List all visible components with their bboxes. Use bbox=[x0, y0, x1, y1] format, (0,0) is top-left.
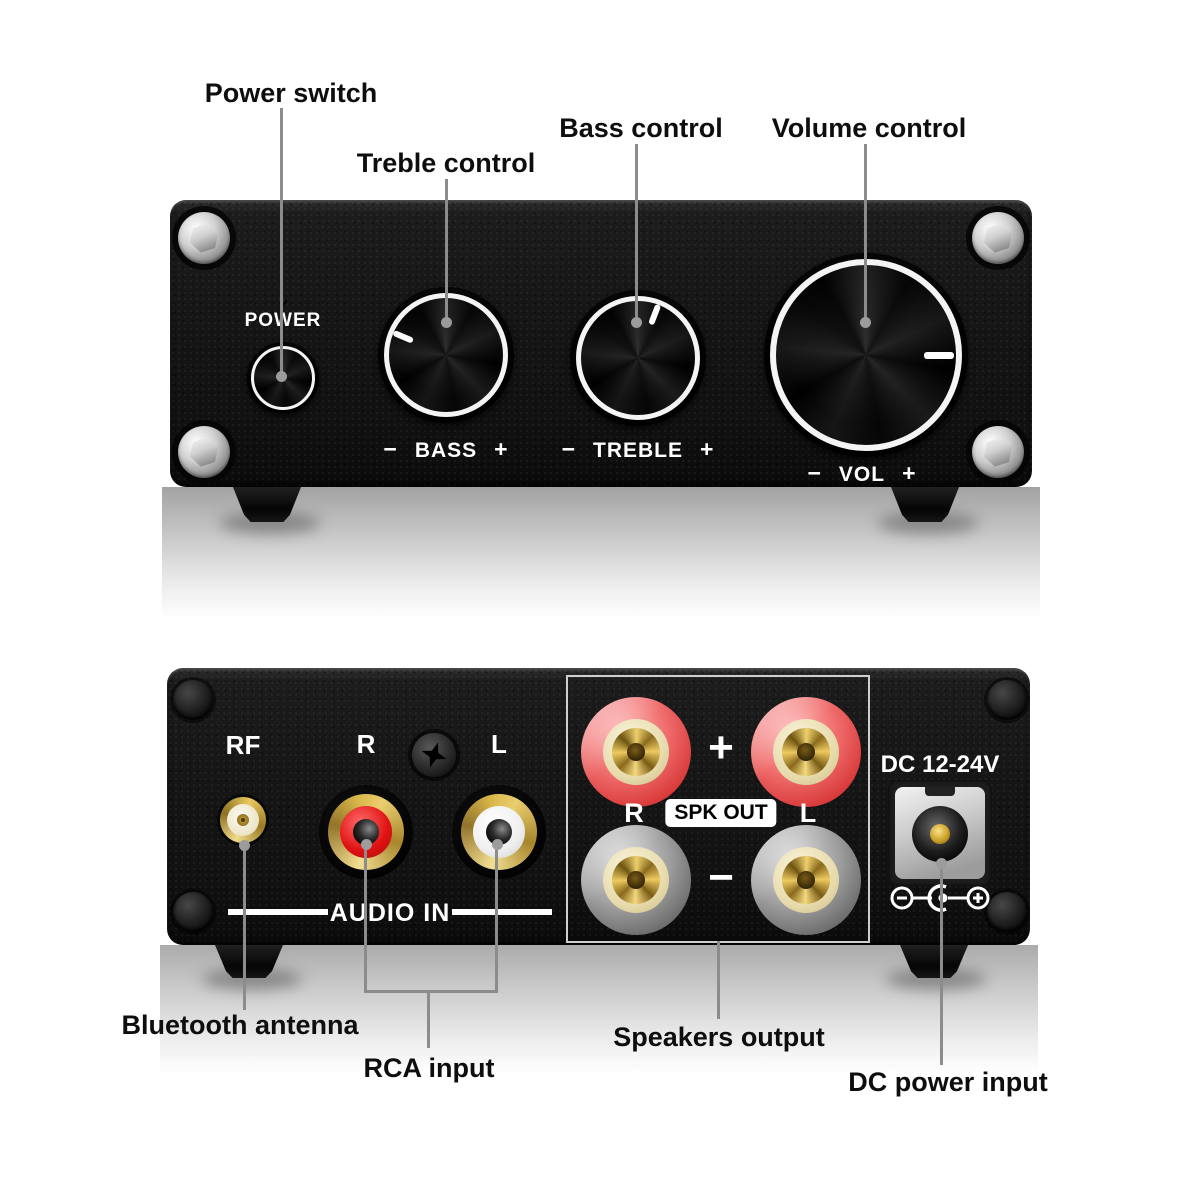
callout-power-switch: Power switch bbox=[204, 78, 378, 108]
audio-in-bar bbox=[452, 909, 552, 915]
leader-dot-dc bbox=[936, 858, 947, 869]
leader-bracket-rca bbox=[364, 990, 498, 993]
spk-l-label: L bbox=[799, 798, 817, 828]
leader-stem-rca bbox=[427, 990, 430, 1048]
rear-shadow bbox=[160, 945, 1038, 1073]
callout-dc-power-input: DC power input bbox=[848, 1067, 1048, 1097]
bass-minus-label: − bbox=[383, 436, 398, 462]
binding-post-black-left[interactable] bbox=[751, 825, 861, 935]
countersunk-screw-icon bbox=[987, 892, 1027, 932]
leader-line-rca-r bbox=[364, 846, 367, 992]
vol-knob-label: − VOL + bbox=[807, 460, 916, 487]
power-label: POWER bbox=[244, 310, 322, 331]
power-button[interactable] bbox=[247, 342, 319, 414]
callout-treble-control: Treble control bbox=[356, 148, 536, 178]
leader-line-dc bbox=[940, 865, 943, 1065]
countersunk-screw-icon bbox=[173, 892, 213, 932]
leader-line-treble bbox=[445, 179, 448, 322]
spk-out-label: SPK OUT bbox=[665, 799, 777, 827]
leader-dot-treble bbox=[441, 317, 452, 328]
foot-shadow bbox=[202, 968, 302, 990]
rca-l-label: L bbox=[491, 729, 507, 759]
leader-line-volume bbox=[864, 144, 867, 322]
audio-in-label: AUDIO IN bbox=[329, 899, 451, 927]
rca-jack-left[interactable] bbox=[452, 785, 546, 879]
treble-knob-label: − TREBLE + bbox=[562, 436, 715, 463]
hex-screw-icon bbox=[972, 212, 1024, 264]
dc-polarity-icon bbox=[890, 884, 990, 912]
callout-rca-input: RCA input bbox=[363, 1053, 495, 1083]
bass-text-label: BASS bbox=[414, 439, 478, 462]
callout-bass-control: Bass control bbox=[559, 113, 723, 143]
front-shadow bbox=[162, 487, 1040, 619]
callout-bluetooth-antenna: Bluetooth antenna bbox=[121, 1010, 359, 1040]
treble-text-label: TREBLE bbox=[593, 439, 683, 462]
foot-shadow bbox=[220, 512, 320, 534]
dc-voltage-label: DC 12-24V bbox=[880, 751, 1000, 778]
dc-jack-tab bbox=[925, 787, 955, 796]
binding-post-black-right[interactable] bbox=[581, 825, 691, 935]
countersunk-screw-icon bbox=[987, 680, 1027, 720]
spk-r-label: R bbox=[624, 798, 644, 828]
callout-speakers-output: Speakers output bbox=[613, 1022, 825, 1052]
vol-plus-label: + bbox=[902, 460, 917, 486]
countersunk-screw-icon bbox=[173, 680, 213, 720]
dc-jack-pin bbox=[930, 824, 950, 844]
binding-post-red-left[interactable] bbox=[751, 697, 861, 807]
volume-knob[interactable] bbox=[764, 253, 968, 457]
vol-text-label: VOL bbox=[838, 463, 886, 486]
leader-dot-bass bbox=[631, 317, 642, 328]
treble-plus-label: + bbox=[700, 436, 715, 462]
treble-minus-label: − bbox=[561, 436, 576, 462]
spk-minus-label: − bbox=[708, 853, 734, 902]
leader-dot-power bbox=[276, 371, 287, 382]
rf-antenna-connector[interactable] bbox=[220, 797, 266, 843]
vol-minus-label: − bbox=[807, 460, 822, 486]
leader-dot-bluetooth bbox=[239, 840, 250, 851]
bass-knob-label: − BASS + bbox=[383, 436, 508, 463]
callout-volume-control: Volume control bbox=[771, 113, 967, 143]
leader-line-power bbox=[280, 108, 283, 376]
foot-shadow bbox=[878, 512, 978, 534]
bass-plus-label: + bbox=[494, 436, 509, 462]
leader-line-speakers bbox=[717, 941, 720, 1019]
rf-label: RF bbox=[225, 730, 261, 760]
leader-line-bluetooth bbox=[243, 847, 246, 1010]
spk-plus-label: + bbox=[708, 723, 734, 772]
hex-screw-icon bbox=[178, 426, 230, 478]
leader-dot-rca-l bbox=[492, 839, 503, 850]
leader-line-bass bbox=[635, 144, 638, 322]
leader-line-rca-l bbox=[495, 846, 498, 992]
rca-r-label: R bbox=[356, 729, 376, 759]
hex-screw-icon bbox=[972, 426, 1024, 478]
star-screw-icon bbox=[412, 733, 456, 777]
binding-post-red-right[interactable] bbox=[581, 697, 691, 807]
hex-screw-icon bbox=[178, 212, 230, 264]
leader-dot-volume bbox=[860, 317, 871, 328]
leader-dot-rca-r bbox=[361, 839, 372, 850]
audio-in-bar bbox=[228, 909, 328, 915]
treble-knob[interactable] bbox=[570, 290, 706, 426]
foot-shadow bbox=[886, 968, 986, 990]
